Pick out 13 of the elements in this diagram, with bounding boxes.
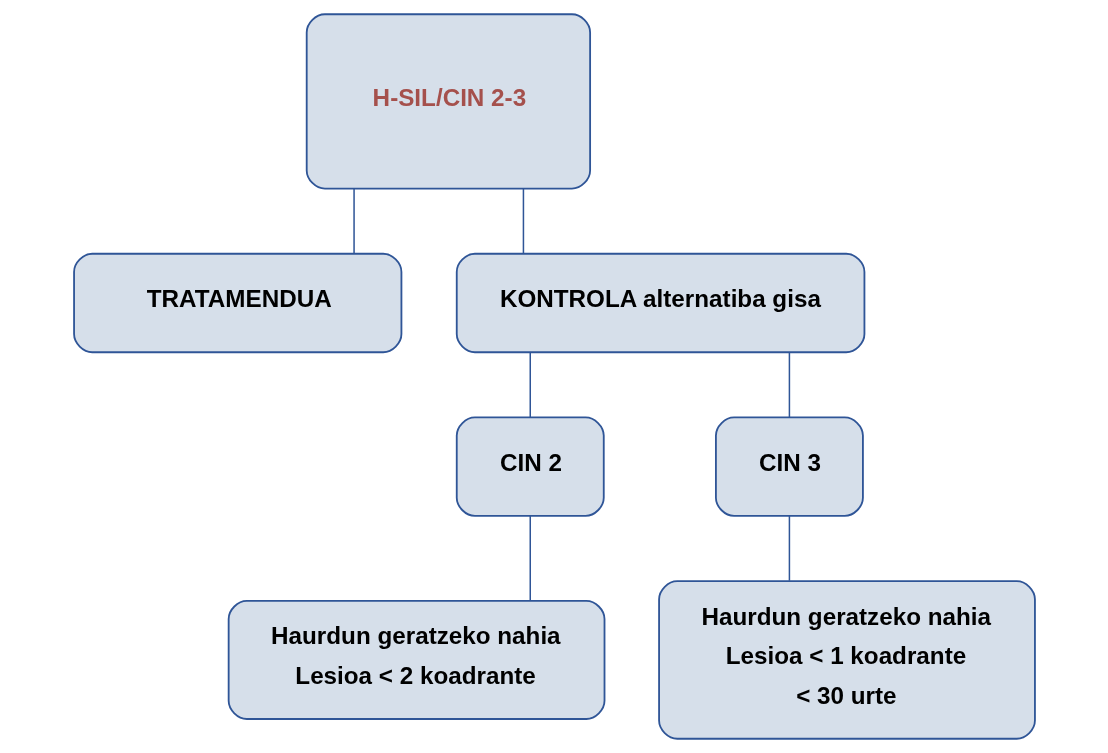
node-box: Haurdun geratzeko nahia Lesioa < 1 koadrante < 30 urte	[657, 580, 1036, 740]
node-box: KONTROLA alternatiba gisa	[455, 252, 865, 354]
node-box: H-SIL/CIN 2-3	[305, 13, 591, 190]
node-box: CIN 2	[455, 416, 605, 517]
node-box: CIN 3	[714, 416, 864, 517]
node-box: Haurdun geratzeko nahia Lesioa < 2 koadrante	[227, 599, 605, 720]
node-box: TRATAMENDUA	[72, 252, 402, 354]
connector	[788, 351, 790, 419]
connector	[522, 187, 524, 255]
connector	[352, 187, 355, 255]
connector	[788, 515, 790, 582]
connector	[529, 351, 531, 419]
connector	[529, 515, 531, 602]
